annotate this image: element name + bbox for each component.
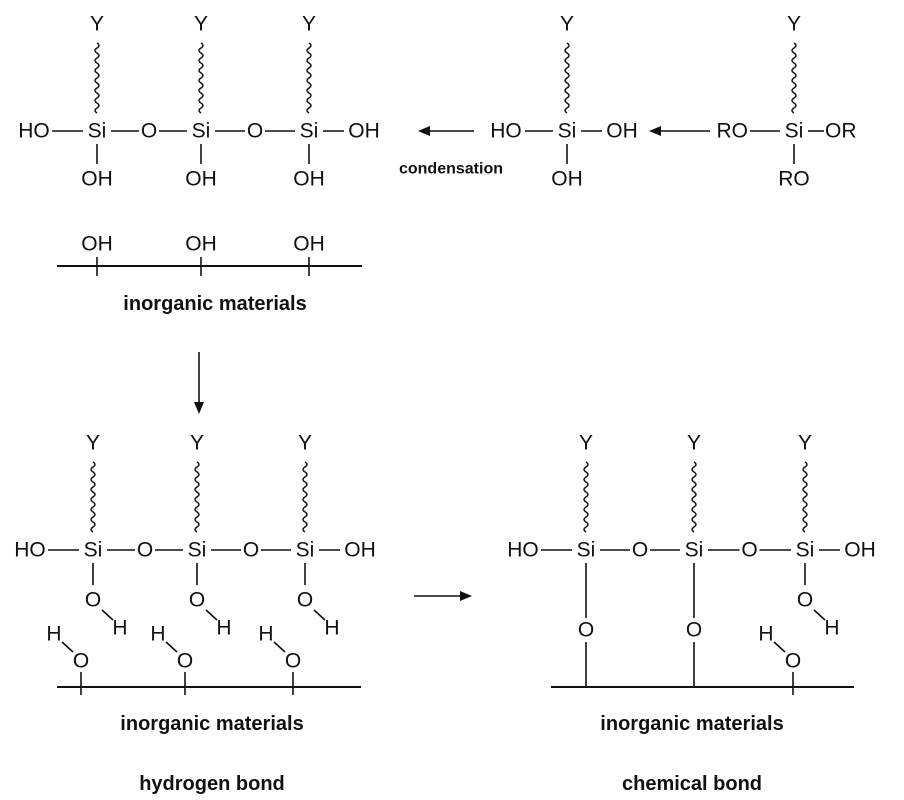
surface-oxygen: O (73, 650, 89, 673)
h-o-bond (61, 641, 74, 653)
silanol-oxygen: O (797, 589, 813, 612)
organic-chain-bond (90, 461, 96, 533)
hydroxyl-left: HO (507, 539, 539, 562)
organic-group-y: Y (787, 13, 801, 36)
silicon-atom: Si (796, 539, 815, 562)
hydroxyl-left: HO (18, 120, 50, 143)
surface-oxygen: O (285, 650, 301, 673)
hydroxyl-left: HO (14, 539, 46, 562)
bridging-oxygen: O (741, 539, 757, 562)
hydrogen-bond-label: hydrogen bond (139, 773, 285, 795)
silanol-oxygen: O (85, 589, 101, 612)
silanol-hydrogen: H (112, 617, 127, 640)
covalent-oxygen: O (578, 619, 594, 642)
surface-oxygen: O (785, 650, 801, 673)
inorganic-materials-label: inorganic materials (600, 713, 783, 735)
surface-hydrogen: H (150, 623, 165, 646)
organic-group-y: Y (86, 432, 100, 455)
bridging-oxygen: O (247, 120, 263, 143)
bridging-oxygen: O (137, 539, 153, 562)
hydroxyl-bottom: OH (81, 168, 113, 191)
o-h-bond (101, 609, 114, 621)
hydroxyl-right: OH (344, 539, 376, 562)
silicon-atom: Si (188, 539, 207, 562)
inorganic-materials-label: inorganic materials (123, 293, 306, 315)
organic-group-y: Y (302, 13, 316, 36)
bridging-oxygen: O (243, 539, 259, 562)
silicon-atom: Si (685, 539, 704, 562)
h-o-bond (165, 641, 178, 653)
organic-group-y: Y (194, 13, 208, 36)
o-h-bond (813, 609, 826, 621)
hydroxyl-right: OH (348, 120, 380, 143)
alkoxy-bottom: RO (778, 168, 810, 191)
organic-chain-bond (194, 461, 200, 533)
organic-chain-bond (691, 461, 697, 533)
organic-group-y: Y (798, 432, 812, 455)
bond-layer (48, 42, 854, 695)
surface-hydrogen: H (258, 623, 273, 646)
silanol-hydrogen: H (824, 617, 839, 640)
organic-chain-bond (94, 42, 100, 114)
surface-hydroxyl: OH (81, 233, 113, 256)
o-h-bond (313, 609, 326, 621)
silanol-hydrogen: H (324, 617, 339, 640)
organic-chain-bond (306, 42, 312, 114)
h-o-bond (773, 641, 786, 653)
organic-chain-bond (564, 42, 570, 114)
alkoxy-right: OR (825, 120, 857, 143)
surface-hydroxyl: OH (185, 233, 217, 256)
hydroxyl-right: OH (606, 120, 638, 143)
silicon-atom: Si (577, 539, 596, 562)
silicon-atom: Si (88, 120, 107, 143)
chemical-bond-label: chemical bond (622, 773, 762, 795)
silanol-oxygen: O (297, 589, 313, 612)
surface-hydrogen: H (758, 623, 773, 646)
silicon-atom: Si (558, 120, 577, 143)
silicon-atom: Si (300, 120, 319, 143)
organic-chain-bond (583, 461, 589, 533)
organic-group-y: Y (579, 432, 593, 455)
silicon-atom: Si (785, 120, 804, 143)
organic-group-y: Y (190, 432, 204, 455)
hydroxyl-bottom: OH (293, 168, 325, 191)
organic-chain-bond (791, 42, 797, 114)
silicon-atom: Si (192, 120, 211, 143)
organic-group-y: Y (90, 13, 104, 36)
surface-hydroxyl: OH (293, 233, 325, 256)
bridging-oxygen: O (141, 120, 157, 143)
silicon-atom: Si (296, 539, 315, 562)
hydroxyl-right: OH (844, 539, 876, 562)
hydroxyl-bottom: OH (185, 168, 217, 191)
organic-chain-bond (198, 42, 204, 114)
silanol-oxygen: O (189, 589, 205, 612)
inorganic-materials-label: inorganic materials (120, 713, 303, 735)
surface-hydrogen: H (46, 623, 61, 646)
o-h-bond (205, 609, 218, 621)
covalent-oxygen: O (686, 619, 702, 642)
hydroxyl-left: HO (490, 120, 522, 143)
hydroxyl-bottom: OH (551, 168, 583, 191)
silicon-atom: Si (84, 539, 103, 562)
organic-chain-bond (802, 461, 808, 533)
alkoxy-left: RO (717, 120, 749, 143)
condensation-label: condensation (399, 161, 503, 178)
surface-oxygen: O (177, 650, 193, 673)
bridging-oxygen: O (632, 539, 648, 562)
organic-group-y: Y (298, 432, 312, 455)
organic-group-y: Y (687, 432, 701, 455)
silanol-hydrogen: H (216, 617, 231, 640)
h-o-bond (273, 641, 286, 653)
organic-chain-bond (302, 461, 308, 533)
organic-group-y: Y (560, 13, 574, 36)
